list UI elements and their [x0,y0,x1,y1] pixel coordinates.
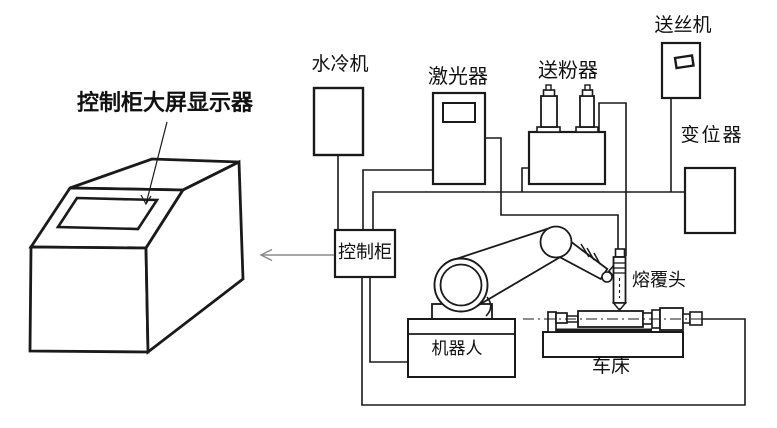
robot-base-box [407,318,516,378]
powder-canister-left-nub [545,84,552,91]
water-cooler-box [312,86,365,157]
lathe-label: 车床 [591,356,630,377]
pointer-arrow-to-console [259,248,334,262]
robot-shoulder-hook [485,296,492,317]
wire-cabinet-to-laser [362,169,433,230]
powder-canister-right-nub [584,84,591,91]
laser-screen [442,102,476,123]
cladding-head-label: 熔覆头 [632,270,686,290]
robot-wrist-ball [601,271,613,283]
water-cooler-label: 水冷机 [311,54,369,75]
wire-feeder-box [660,41,702,100]
control-cabinet-label: 控制柜 [338,242,392,262]
powder-canister-right-cap [581,89,594,97]
powder-canister-left-cap [542,89,556,97]
cladding-head-nozzle [611,302,628,310]
robot-shoulder-inner [439,263,483,307]
wire-cabinet-to-lathe-loop [361,277,746,406]
robot-forearm-band [586,247,595,261]
robot-forearm-band [593,252,601,265]
powder-feeder-label: 送粉器 [538,60,598,82]
console-right-face [144,159,245,355]
positioner-box [683,166,737,235]
wire-laser-to-claddinghead [485,137,619,251]
robot-upperarm-top-edge [449,227,551,262]
wire-cabinet-to-robot [369,277,408,363]
console-front-face [28,245,150,354]
wire-powderfeeder-tap [521,167,529,192]
laser-label: 激光器 [428,66,488,88]
powder-feeder-box [527,130,607,186]
powder-canister-left [540,95,558,128]
console-screen [55,196,160,231]
wire-powder-to-claddinghead [598,102,627,256]
lathe-left-block [555,312,568,324]
robot-upperarm-bottom-edge [471,255,563,310]
lathe-left-post [547,311,557,333]
cladding-head-cap [614,248,626,258]
wire-cabinet-main-bus [372,191,685,230]
display-unit-label: 控制柜大屏显示器 [76,90,253,115]
control-cabinet-box [333,228,397,279]
positioner-label: 变位器 [680,125,744,146]
robot-elbow-joint [539,225,573,259]
wire-feeder-label: 送丝机 [654,15,712,36]
label-arrow [140,121,168,206]
lathe-bed [542,331,684,358]
wire-feeder-slot [673,54,695,70]
robot-label: 机器人 [431,339,483,358]
robot-forearm-band [580,243,590,258]
powder-canister-right [579,95,595,128]
